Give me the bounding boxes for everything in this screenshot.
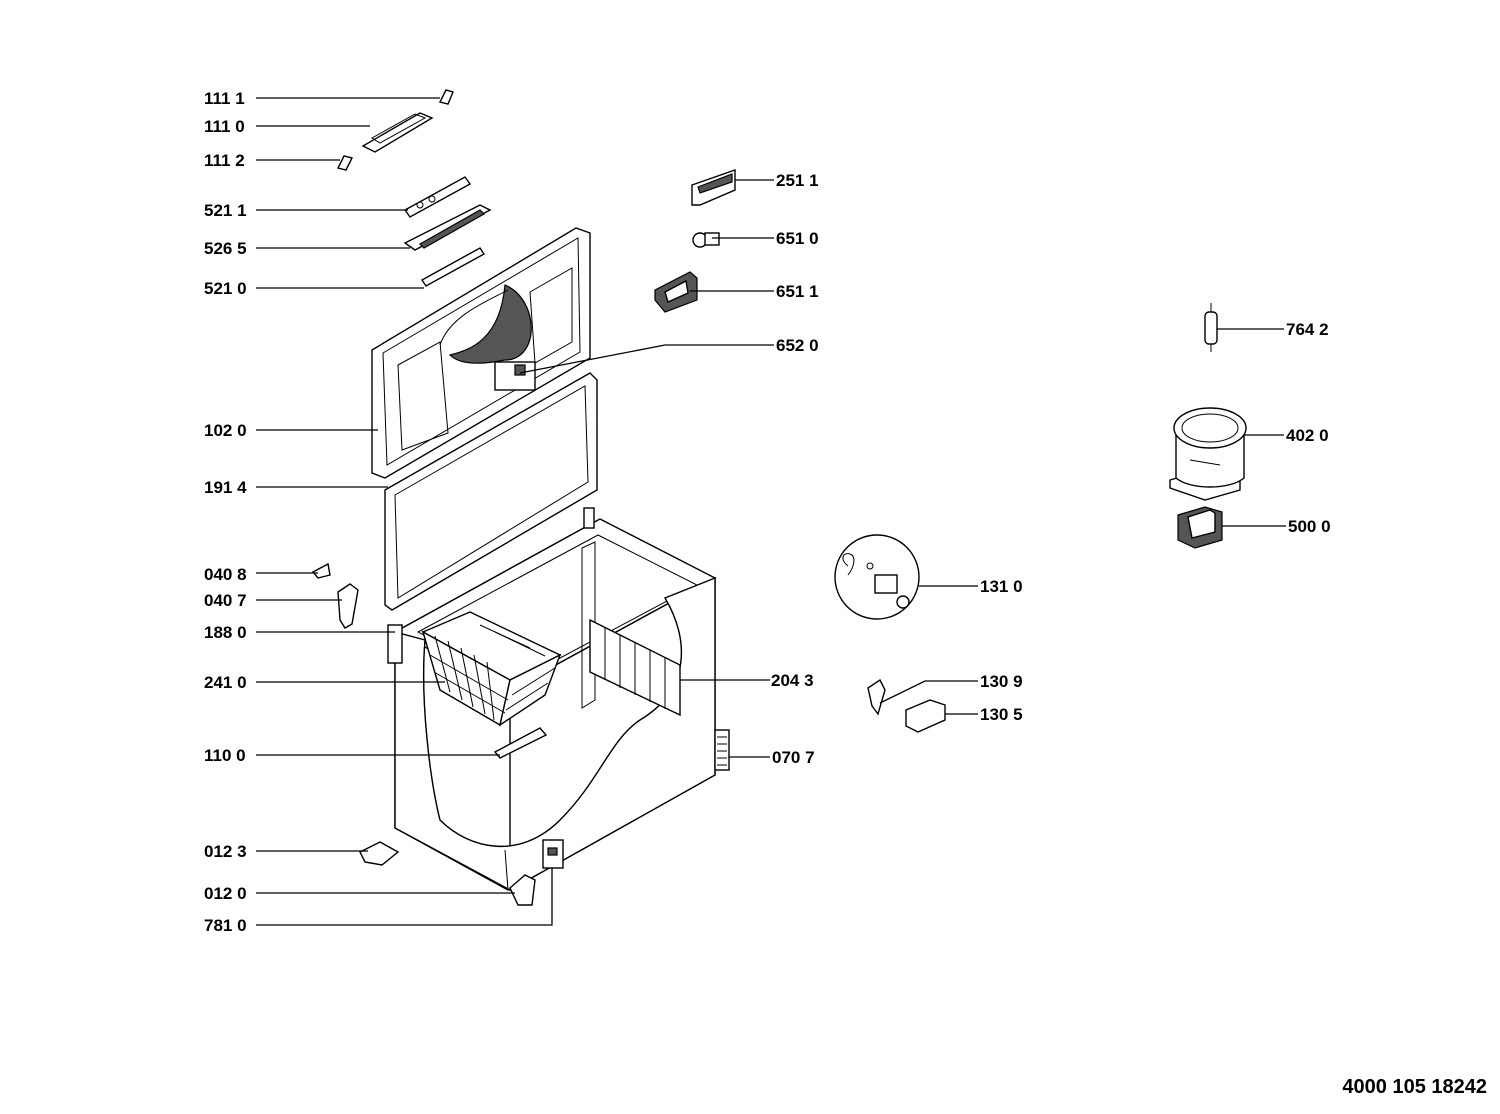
label-131-0: 131 0 — [980, 577, 1023, 596]
label-012-0: 012 0 — [204, 884, 247, 903]
freezer-lid — [371, 227, 591, 479]
relay-box — [1177, 506, 1223, 549]
label-191-4: 191 4 — [204, 478, 247, 497]
label-781-0: 781 0 — [204, 916, 247, 935]
label-526-5: 526 5 — [204, 239, 247, 258]
label-070-7: 070 7 — [772, 748, 815, 767]
label-130-5: 130 5 — [980, 705, 1023, 724]
lamp-parts — [867, 678, 946, 733]
lid-gasket — [384, 372, 598, 611]
label-241-0: 241 0 — [204, 673, 247, 692]
label-110-0: 110 0 — [204, 746, 246, 765]
label-204-3: 204 3 — [771, 671, 814, 690]
label-040-7: 040 7 — [204, 591, 247, 610]
document-number: 4000 105 18242 — [1342, 1076, 1487, 1098]
label-111-1: 111 1 — [204, 89, 245, 108]
compressor — [1169, 407, 1247, 501]
divider-panel — [589, 618, 681, 717]
label-111-2: 111 2 — [204, 151, 245, 170]
part-labels: 111 1 111 0 111 2 521 1 526 5 521 0 102 … — [204, 89, 1487, 1098]
small-parts — [311, 89, 736, 906]
label-521-1: 521 1 — [204, 201, 247, 220]
leader-lines — [256, 97, 1286, 926]
label-500-0: 500 0 — [1288, 517, 1331, 536]
label-402-0: 402 0 — [1286, 426, 1329, 445]
label-651-1: 651 1 — [776, 282, 819, 301]
filter-drier — [1204, 303, 1218, 352]
thermostat-detail — [834, 534, 920, 620]
label-130-9: 130 9 — [980, 672, 1023, 691]
label-521-0: 521 0 — [204, 279, 247, 298]
label-102-0: 102 0 — [204, 421, 247, 440]
label-251-1: 251 1 — [776, 171, 819, 190]
label-651-0: 651 0 — [776, 229, 819, 248]
label-188-0: 188 0 — [204, 623, 247, 642]
label-040-8: 040 8 — [204, 565, 247, 584]
wire-basket — [421, 611, 562, 727]
freezer-cabinet — [387, 507, 717, 892]
label-764-2: 764 2 — [1286, 320, 1329, 339]
label-652-0: 652 0 — [776, 336, 819, 355]
label-111-0: 111 0 — [204, 117, 245, 136]
label-012-3: 012 3 — [204, 842, 247, 861]
